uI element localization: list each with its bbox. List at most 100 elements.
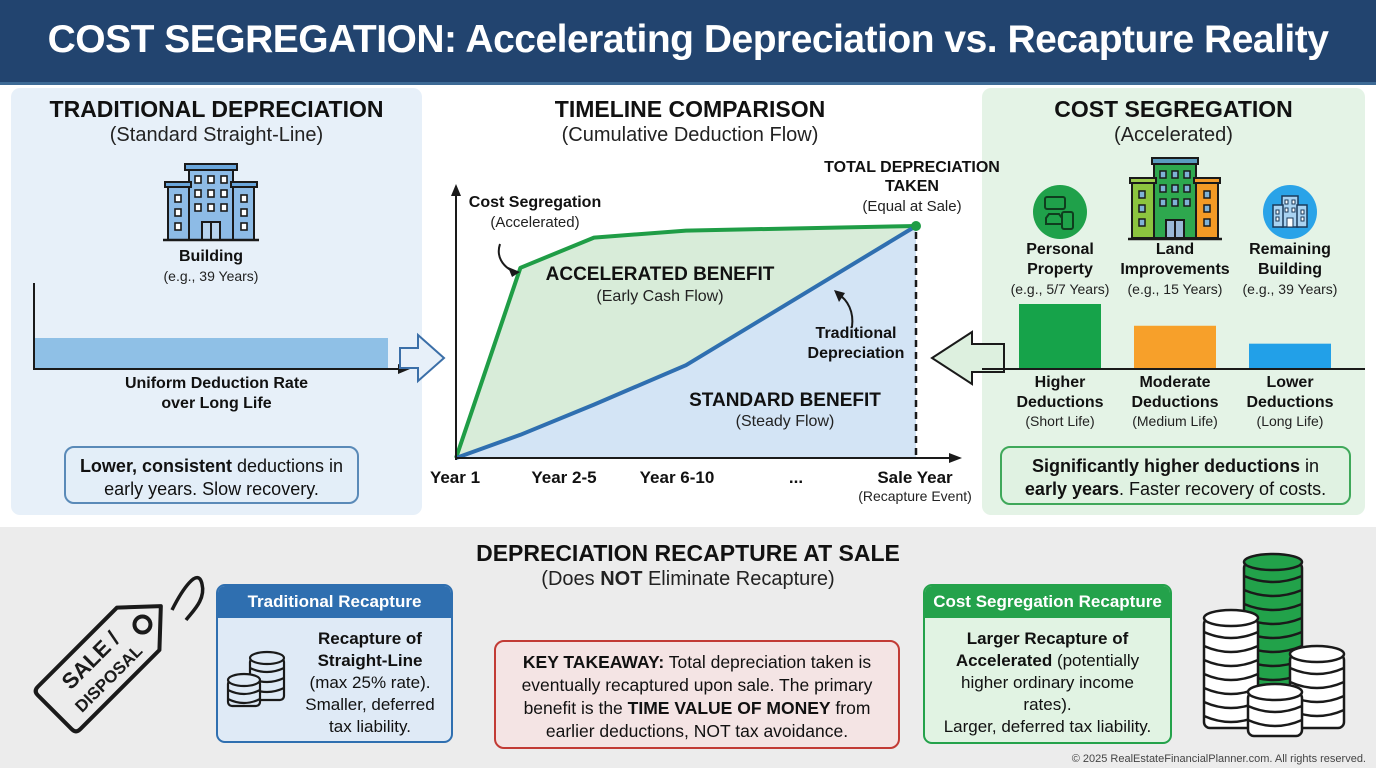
accelerated-benefit-sub: (Early Cash Flow) bbox=[596, 288, 724, 305]
callout-bold: Lower, consistent bbox=[79, 456, 232, 476]
y-axis-arrow bbox=[451, 184, 461, 196]
land-improvements-icon bbox=[1128, 157, 1222, 241]
header-banner: COST SEGREGATION: Accelerating Depreciat… bbox=[0, 0, 1376, 85]
cost-seg-annotation: Cost Segregation bbox=[468, 194, 602, 211]
cost-seg-subtitle: (Accelerated) bbox=[1114, 124, 1233, 146]
traditional-recapture-line-4: Smaller, deferred bbox=[305, 695, 435, 714]
traditional-title: TRADITIONAL DEPRECIATION bbox=[49, 96, 384, 122]
traditional-panel bbox=[11, 88, 422, 515]
x-tick-sale-year: Sale Year bbox=[877, 468, 953, 487]
personal-property-life: (e.g., 5/7 Years) bbox=[1010, 281, 1110, 297]
standard-benefit-sub: (Steady Flow) bbox=[735, 413, 835, 430]
callout-text-2: early years. Slow recovery. bbox=[104, 479, 319, 499]
traditional-depreciation-line bbox=[455, 224, 918, 460]
callout-text: deductions in bbox=[231, 456, 344, 476]
traditional-callout: Lower, consistent deductions in early ye… bbox=[64, 446, 359, 504]
sale-tag-icon: SALE / DISPOSAL bbox=[33, 575, 205, 734]
total-depreciation-sub: (Equal at Sale) bbox=[862, 198, 962, 215]
cost-seg-recapture-header: Cost Segregation Recapture bbox=[925, 586, 1170, 618]
uniform-caption-1: Uniform Deduction Rate bbox=[124, 375, 309, 392]
cost-seg-callout-bold-2: early years bbox=[1024, 479, 1120, 499]
standard-benefit-area bbox=[456, 226, 916, 458]
key-takeaway-text-2: eventually recaptured upon sale. The pri… bbox=[521, 675, 873, 695]
uniform-deduction-bar bbox=[34, 338, 388, 369]
building-icon bbox=[163, 163, 259, 242]
cost-seg-pointer-arrow bbox=[497, 243, 515, 273]
cost-segregation-line bbox=[454, 224, 917, 459]
remaining-building-label-1: Remaining bbox=[1249, 241, 1331, 258]
building-life: (e.g., 39 Years) bbox=[163, 268, 259, 284]
cost-seg-callout: Significantly higher deductions in early… bbox=[1000, 446, 1351, 505]
sale-year-sub: (Recapture Event) bbox=[858, 488, 972, 504]
arrow-left-icon bbox=[930, 330, 1005, 386]
total-depreciation-label: TOTAL DEPRECIATION bbox=[824, 159, 1000, 176]
higher-deductions-sub: (Short Life) bbox=[1025, 413, 1095, 429]
equal-at-sale-point bbox=[911, 221, 921, 231]
recapture-sub-post: Eliminate Recapture) bbox=[642, 568, 835, 590]
uniform-deduction-chart bbox=[33, 283, 410, 374]
accelerated-benefit-label: ACCELERATED BENEFIT bbox=[545, 264, 775, 285]
lower-deductions-1: Lower bbox=[1266, 374, 1314, 391]
recapture-sub-pre: (Does bbox=[541, 568, 601, 590]
x-tick-year-2-5: Year 2-5 bbox=[531, 468, 597, 487]
personal-property-label-2: Property bbox=[1027, 261, 1093, 278]
key-takeaway-text-4: earlier deductions, NOT tax avoidance. bbox=[545, 721, 849, 741]
traditional-recapture-bold-1: Recapture of bbox=[318, 629, 422, 648]
traditional-recapture-line-5: tax liability. bbox=[329, 717, 411, 736]
timeline-subtitle: (Cumulative Deduction Flow) bbox=[561, 124, 819, 146]
higher-deductions-2: Deductions bbox=[1016, 394, 1104, 411]
key-takeaway-label: KEY TAKEAWAY: bbox=[522, 652, 665, 672]
coins-icon bbox=[226, 650, 286, 708]
cost-seg-recapture-line-5: Larger, deferred tax liability. bbox=[943, 717, 1152, 736]
cost-seg-recapture-line-3: higher ordinary income bbox=[961, 673, 1134, 692]
x-tick-year-1: Year 1 bbox=[429, 468, 481, 487]
personal-property-icon bbox=[1033, 185, 1087, 239]
cost-seg-recapture-rest-2: (potentially bbox=[1052, 651, 1140, 670]
remaining-building-life: (e.g., 39 Years) bbox=[1242, 281, 1338, 297]
higher-deductions-1: Higher bbox=[1034, 374, 1086, 391]
total-depreciation-label-2: TAKEN bbox=[885, 178, 939, 195]
cost-seg-callout-bold: Significantly higher deductions bbox=[1031, 456, 1300, 476]
page-title: COST SEGREGATION: Accelerating Depreciat… bbox=[47, 18, 1329, 61]
moderate-deductions-2: Deductions bbox=[1131, 394, 1219, 411]
traditional-annotation-1: Traditional bbox=[815, 325, 897, 342]
land-improvements-label-2: Improvements bbox=[1120, 261, 1230, 278]
deduction-bar-3 bbox=[1249, 343, 1331, 368]
cost-seg-callout-text-2: . Faster recovery of costs. bbox=[1119, 479, 1327, 499]
coin-stacks-icon bbox=[1202, 552, 1346, 738]
traditional-recapture-header: Traditional Recapture bbox=[218, 586, 451, 618]
recapture-title: DEPRECIATION RECAPTURE AT SALE bbox=[476, 540, 900, 566]
remaining-building-icon bbox=[1263, 185, 1317, 239]
copyright-footer: © 2025 RealEstateFinancialPlanner.com. A… bbox=[1071, 753, 1366, 765]
land-improvements-label-1: Land bbox=[1155, 241, 1195, 258]
cost-seg-title: COST SEGREGATION bbox=[1054, 96, 1293, 122]
traditional-recapture-line-3: (max 25% rate). bbox=[309, 673, 431, 692]
key-takeaway-text-1: Total depreciation taken is bbox=[664, 652, 872, 672]
traditional-recapture-bold-2: Straight-Line bbox=[317, 651, 423, 670]
cost-seg-recapture-bold-2: Accelerated bbox=[955, 651, 1053, 670]
cost-seg-annotation-sub: (Accelerated) bbox=[490, 214, 580, 231]
cost-seg-recapture-box: Cost Segregation Recapture Larger Recapt… bbox=[923, 584, 1172, 744]
deduction-bars-chart bbox=[982, 304, 1365, 370]
x-tick-year-6-10: Year 6-10 bbox=[639, 468, 715, 487]
key-takeaway-text-3a: benefit is the bbox=[523, 698, 628, 718]
traditional-annotation-2: Depreciation bbox=[807, 345, 905, 362]
cost-seg-recapture-line-4: rates). bbox=[1023, 695, 1072, 714]
building-label: Building bbox=[179, 248, 243, 265]
timeline-chart bbox=[451, 184, 962, 463]
cost-seg-recapture-bold-1: Larger Recapture of bbox=[966, 629, 1129, 648]
key-takeaway-text-3b: TIME VALUE OF MONEY bbox=[627, 698, 831, 718]
remaining-building-label-2: Building bbox=[1258, 261, 1322, 278]
land-improvements-life: (e.g., 15 Years) bbox=[1127, 281, 1223, 297]
standard-benefit-label: STANDARD BENEFIT bbox=[689, 390, 881, 411]
arrow-right-icon bbox=[399, 332, 446, 384]
recapture-sub-bold: NOT bbox=[600, 568, 643, 590]
personal-property-label-1: Personal bbox=[1026, 241, 1094, 258]
recapture-subtitle: (Does NOT Eliminate Recapture) bbox=[388, 568, 988, 591]
deduction-bar-2 bbox=[1134, 325, 1216, 368]
moderate-deductions-1: Moderate bbox=[1139, 374, 1211, 391]
cost-seg-callout-text: in bbox=[1300, 456, 1320, 476]
timeline-title: TIMELINE COMPARISON bbox=[554, 96, 826, 122]
cost-seg-recapture-body: Larger Recapture of Accelerated (potenti… bbox=[925, 618, 1170, 738]
key-takeaway-box: KEY TAKEAWAY: Total depreciation taken i… bbox=[494, 640, 900, 749]
